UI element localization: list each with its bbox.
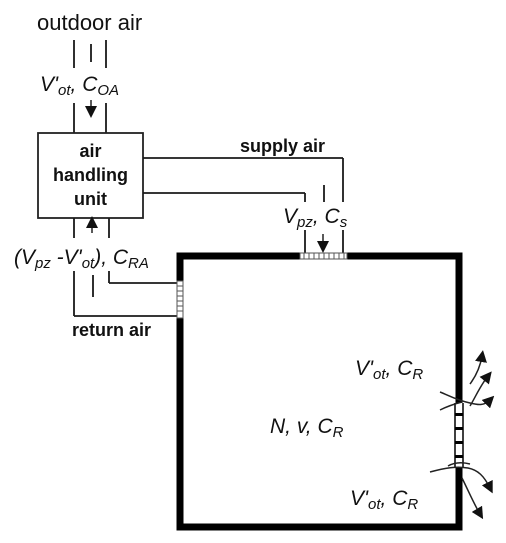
supply-diffuser [299, 252, 348, 260]
room-walls [176, 252, 463, 531]
return-air-duct [73, 218, 180, 317]
outdoor-air-duct [73, 40, 107, 133]
exfiltration-flow-label-upper: V'ot, CR [355, 357, 423, 383]
infiltration-flow-label-lower: V'ot, CR [350, 487, 418, 513]
supply-air-flow-label: Vpz, Cs [283, 205, 348, 231]
return-grille [176, 280, 184, 319]
infiltration-arrows-lower [429, 461, 493, 520]
ahu-label-line1: air [79, 141, 101, 161]
return-air-label: return air [72, 320, 151, 340]
outdoor-air-label: outdoor air [37, 10, 142, 35]
right-wall-openings [454, 403, 464, 467]
supply-air-duct [143, 157, 344, 256]
outdoor-air-flow-label: V'ot, COA [40, 73, 119, 99]
return-air-flow-label: (Vpz -V'ot), CRA [14, 246, 149, 272]
ahu-label-line2: handling [53, 165, 128, 185]
ahu-label-line3: unit [74, 189, 107, 209]
exfiltration-arrows-upper [439, 350, 495, 411]
room-conditions-label: N, v, CR [270, 415, 344, 441]
supply-air-label: supply air [240, 136, 325, 156]
